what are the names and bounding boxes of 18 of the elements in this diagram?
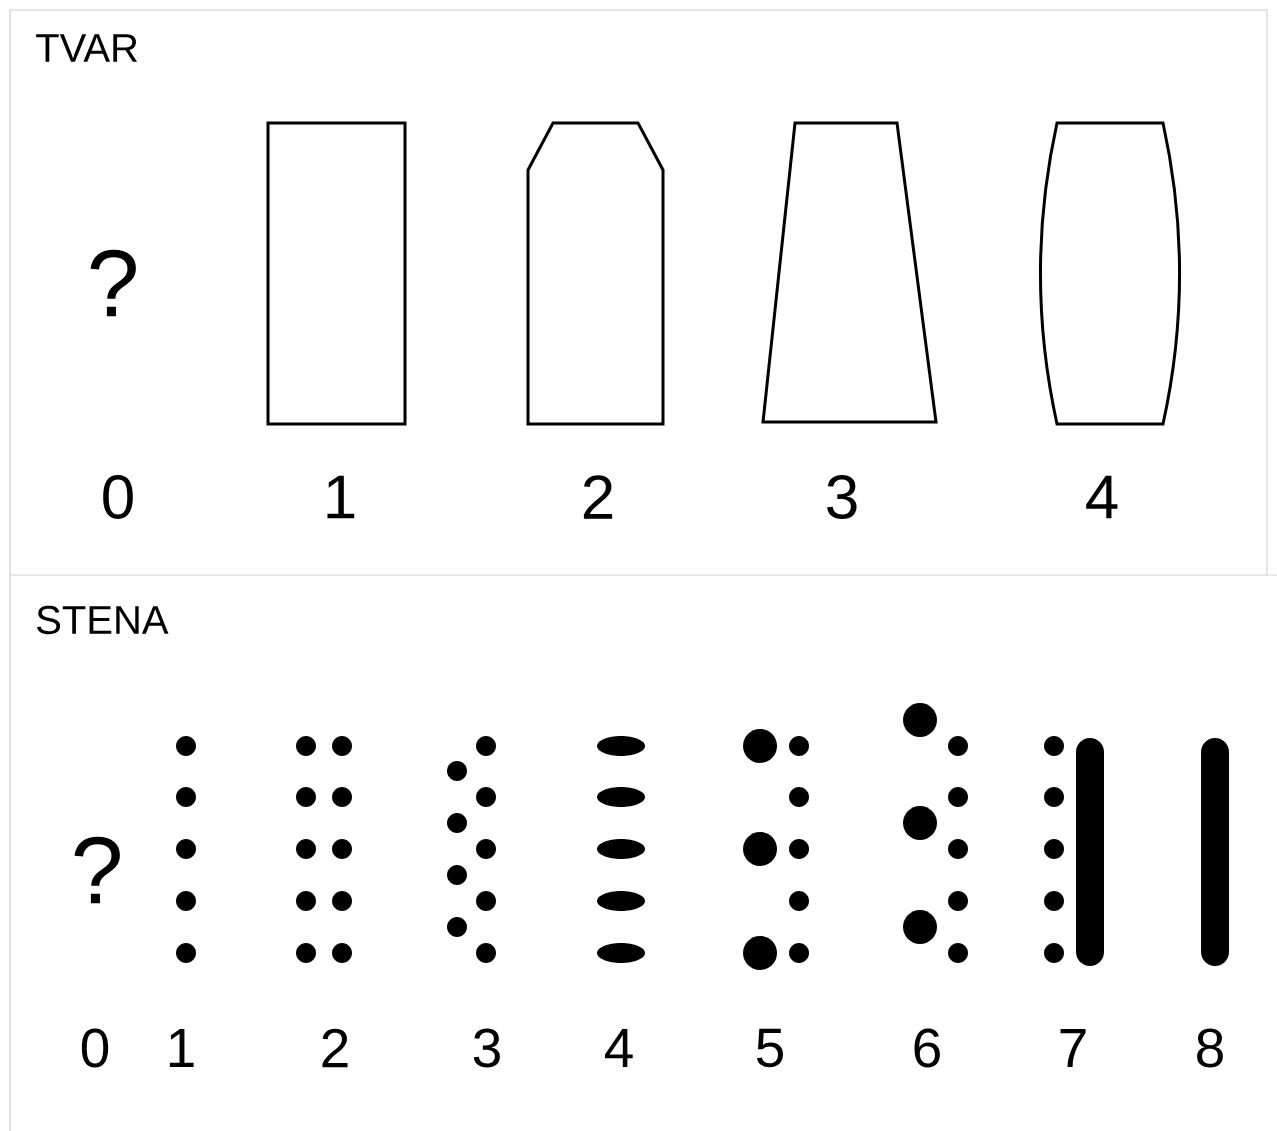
option-number: 3 xyxy=(473,1028,500,1068)
option-number: 1 xyxy=(327,475,355,519)
option-number: 4 xyxy=(1086,475,1118,519)
option-number: 7 xyxy=(1060,1029,1086,1067)
option-number: 0 xyxy=(103,475,133,519)
option-number: 8 xyxy=(1197,1028,1223,1068)
option-number: 3 xyxy=(827,475,857,519)
option-number: 2 xyxy=(322,1028,348,1068)
option-number: 6 xyxy=(914,1028,940,1068)
section-heading: STENA xyxy=(37,605,169,635)
option-number: 1 xyxy=(169,1029,194,1067)
section-heading: TVAR xyxy=(36,34,138,62)
option-number: 2 xyxy=(583,475,613,519)
question-mark: ? xyxy=(90,249,136,317)
option-number: 4 xyxy=(604,1029,633,1067)
question-mark: ? xyxy=(74,836,120,904)
option-number: 5 xyxy=(756,1028,783,1068)
option-number: 0 xyxy=(81,1028,109,1068)
